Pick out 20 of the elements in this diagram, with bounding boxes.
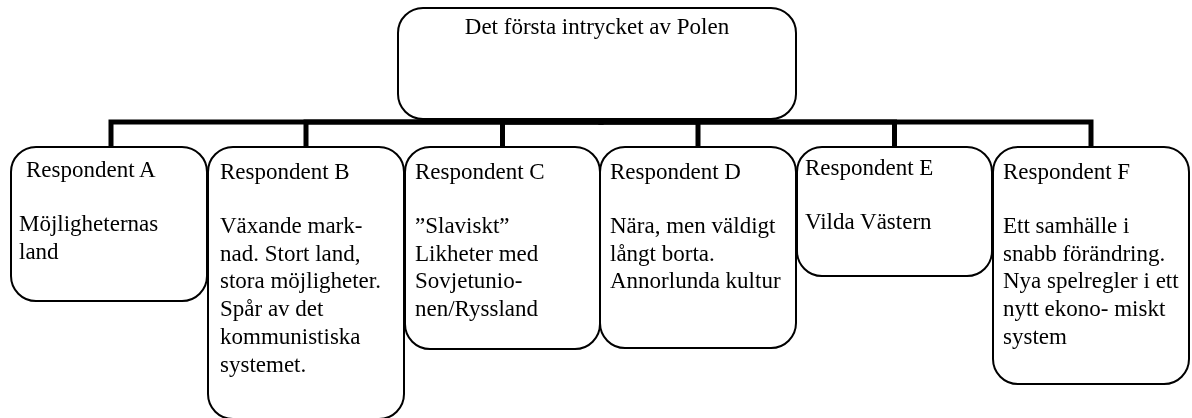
respondent-box xyxy=(599,146,797,349)
node-label: Det första intrycket av Polen xyxy=(463,13,731,41)
respondent-box xyxy=(796,146,993,277)
respondent-heading: Respondent E xyxy=(805,154,935,182)
respondent-box xyxy=(10,146,208,302)
respondent-answer: Växande mark- nad. Stort land, stora möjligheter. Spår av det kommunistiska systemet. xyxy=(220,212,382,379)
respondent-heading: Respondent A xyxy=(26,156,157,184)
respondent-answer: Ett samhälle i snabb förändring. Nya spelregler i ett nytt ekono- miskt system xyxy=(1003,212,1180,351)
respondent-heading: Respondent F xyxy=(1003,158,1132,186)
root-box xyxy=(397,7,797,120)
respondent-heading: Respondent D xyxy=(610,158,742,186)
respondent-heading: Respondent C xyxy=(415,158,546,186)
respondent-box xyxy=(404,146,601,350)
respondent-answer: Nära, men väldigt långt borta. Annorlunda kultur xyxy=(610,212,782,296)
respondent-box xyxy=(992,146,1190,385)
respondent-heading: Respondent B xyxy=(220,158,351,186)
respondent-box xyxy=(207,146,405,418)
respondent-answer: ”Slaviskt” Likheter med Sovjetunio- nen/Ryssland xyxy=(415,212,540,323)
respondent-answer: Vilda Västern xyxy=(805,208,933,236)
respondent-answer: Möjligheternas land xyxy=(19,210,160,266)
